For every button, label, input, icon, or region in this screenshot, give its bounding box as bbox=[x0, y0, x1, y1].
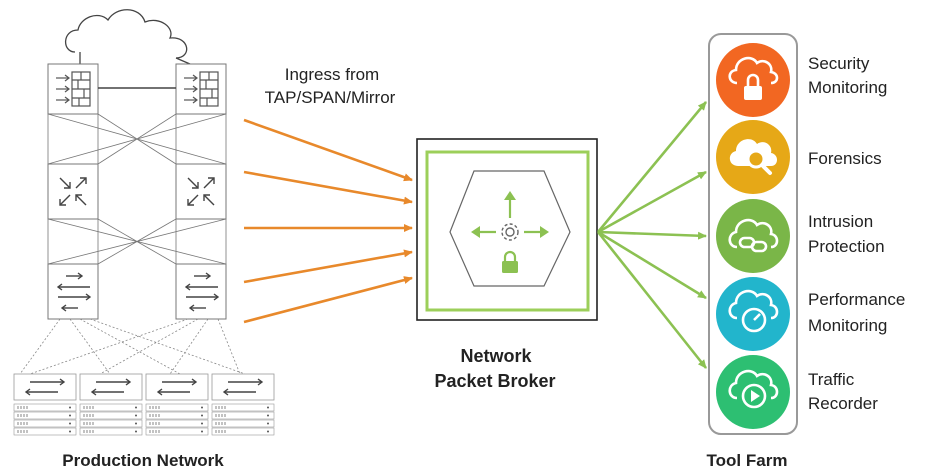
cloud-gauge-icon bbox=[728, 289, 779, 333]
tool-security-monitoring: Security Monitoring bbox=[716, 43, 887, 117]
server-unit bbox=[13, 419, 77, 428]
broker-label-line2: Packet Broker bbox=[434, 371, 555, 391]
lock-icon bbox=[502, 250, 518, 273]
tool-farm-label: Tool Farm bbox=[707, 451, 788, 470]
ingress-label-line1: Ingress from bbox=[285, 65, 379, 84]
server-unit bbox=[79, 403, 143, 412]
cloud-play-icon bbox=[728, 369, 779, 409]
firewall-right bbox=[175, 63, 227, 115]
production-network: Production Network bbox=[13, 9, 275, 470]
tool-performance-monitoring: Performance Monitoring bbox=[716, 277, 905, 351]
tool-security-line1: Security bbox=[808, 54, 870, 73]
tool-traffic-line2: Recorder bbox=[808, 394, 878, 413]
server-unit bbox=[13, 403, 77, 412]
tool-intrusion-protection: Intrusion Protection bbox=[716, 199, 885, 273]
router-left bbox=[47, 163, 99, 220]
server-unit bbox=[211, 427, 275, 436]
egress-arrow-4 bbox=[597, 230, 707, 300]
access-switch-1 bbox=[13, 373, 77, 401]
server-unit bbox=[211, 419, 275, 428]
router-right bbox=[175, 163, 227, 220]
server-unit bbox=[211, 411, 275, 420]
tool-intrusion-line2: Protection bbox=[808, 237, 885, 256]
ingress-label-line2: TAP/SPAN/Mirror bbox=[265, 88, 396, 107]
tool-forensics: Forensics bbox=[716, 120, 882, 194]
egress-arrow-5 bbox=[596, 231, 708, 369]
tool-intrusion-line1: Intrusion bbox=[808, 212, 873, 231]
tool-security-line2: Monitoring bbox=[808, 78, 887, 97]
server-unit bbox=[13, 411, 77, 420]
access-switch-4 bbox=[211, 373, 275, 401]
access-switch-2 bbox=[79, 373, 143, 401]
access-switch-3 bbox=[145, 373, 209, 401]
server-unit bbox=[79, 427, 143, 436]
server-unit bbox=[145, 411, 209, 420]
cloud-link-icon bbox=[728, 218, 779, 253]
egress-arrow-2 bbox=[597, 170, 707, 234]
ingress-arrow-2 bbox=[243, 170, 413, 205]
switch-right bbox=[175, 263, 227, 320]
switch-left bbox=[47, 263, 99, 320]
egress-arrows bbox=[596, 101, 708, 369]
tool-forensics-line1: Forensics bbox=[808, 149, 882, 168]
tool-traffic-recorder: Traffic Recorder bbox=[716, 355, 878, 429]
server-unit bbox=[145, 403, 209, 412]
gear-icon bbox=[501, 223, 519, 241]
server-unit bbox=[79, 419, 143, 428]
tool-performance-line1: Performance bbox=[808, 290, 905, 309]
cloud-search-icon bbox=[729, 139, 777, 175]
egress-arrow-3 bbox=[597, 230, 707, 240]
ingress-arrow-1 bbox=[243, 118, 413, 182]
ingress-arrows bbox=[243, 118, 413, 324]
ingress-arrow-4 bbox=[243, 249, 413, 284]
server-unit bbox=[13, 427, 77, 436]
packet-broker: Network Packet Broker bbox=[416, 138, 598, 391]
server-unit bbox=[211, 403, 275, 412]
production-network-label: Production Network bbox=[62, 451, 224, 470]
broker-hexagon-icon bbox=[449, 170, 571, 287]
ingress-arrow-5 bbox=[243, 276, 413, 324]
firewall-left bbox=[47, 63, 99, 115]
broker-label-line1: Network bbox=[460, 346, 532, 366]
server-racks bbox=[13, 403, 275, 436]
tool-farm: Security Monitoring Forensics Intrusion … bbox=[707, 33, 905, 470]
tool-performance-line2: Monitoring bbox=[808, 316, 887, 335]
server-unit bbox=[145, 419, 209, 428]
server-unit bbox=[145, 427, 209, 436]
tool-traffic-line1: Traffic bbox=[808, 370, 855, 389]
cloud-lock-icon bbox=[728, 56, 779, 86]
internet-cloud-icon bbox=[64, 9, 188, 59]
server-unit bbox=[79, 411, 143, 420]
egress-arrow-1 bbox=[597, 101, 707, 233]
